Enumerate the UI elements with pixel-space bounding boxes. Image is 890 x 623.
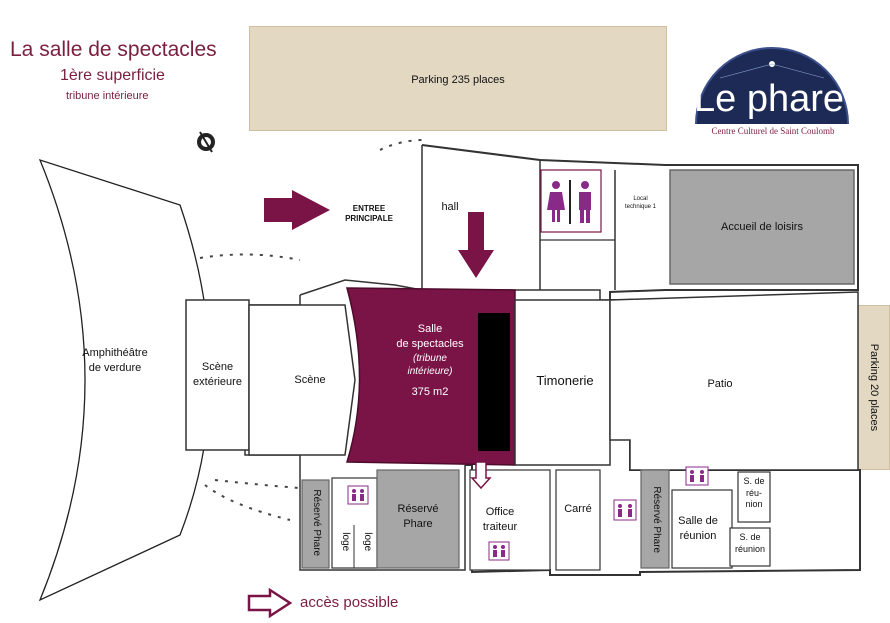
- office-line2: traiteur: [482, 520, 518, 533]
- compass-icon: [197, 131, 215, 153]
- logo-text-b: phare: [746, 78, 845, 120]
- logo-tagline: Centre Culturel de Saint Coulomb: [711, 126, 835, 136]
- salle-reunion-line1: Salle de: [678, 515, 718, 527]
- s-reunion-2-line2: réunion: [734, 543, 766, 554]
- salle-line2: de spectacles: [396, 337, 464, 350]
- s-reunion-1-line2: réu-: [745, 487, 762, 498]
- arrow-down-icon: [458, 212, 494, 278]
- salle-reunion-label: Salle de réunion: [672, 514, 724, 544]
- carre-label: Carré: [564, 503, 592, 515]
- logo-icon: [695, 47, 849, 125]
- scene-ext-line2: extérieure: [193, 375, 242, 388]
- parking-main-label: Parking 235 places: [411, 74, 505, 86]
- legend-label: accès possible: [300, 594, 399, 611]
- amphi-line1: Amphithéâtre: [82, 347, 148, 359]
- salle-label: Salle de spectacles (tribune intérieure)…: [380, 322, 480, 400]
- scene-exterieure-label: Scène extérieure: [186, 360, 249, 390]
- arrow-right-icon: [264, 190, 330, 230]
- scene-ext-line1: Scène: [201, 361, 234, 373]
- amphitheatre-outline: [38, 158, 211, 602]
- entree-line2: PRINCIPALE: [345, 213, 393, 223]
- hall-label: hall: [441, 201, 459, 213]
- local-technique-label: Local technique 1: [618, 196, 663, 212]
- reserve-phare-right-label: Réservé Phare: [650, 486, 662, 554]
- reserve-center-line2: Phare: [403, 517, 433, 530]
- salle-area: 375 m2: [411, 385, 449, 398]
- reserve-phare-left-label: Réservé Phare: [310, 489, 322, 557]
- salle-line4: intérieure): [407, 366, 453, 378]
- page-title: La salle de spectacles: [10, 38, 217, 61]
- s-reunion-1-label: S. de réu- nion: [738, 476, 770, 511]
- patio-label: Patio: [707, 378, 733, 390]
- amphi-label: Amphithéâtre de verdure: [50, 346, 180, 376]
- entree-label: ENTREE PRINCIPALE: [334, 204, 404, 223]
- salle-line1: Salle: [417, 323, 443, 335]
- legend-arrow-icon: [247, 587, 293, 619]
- timonerie-label: Timonerie: [536, 373, 594, 388]
- local-line2: technique 1: [624, 203, 657, 210]
- arrow-outline-icon: [470, 461, 492, 490]
- entree-line1: ENTREE: [352, 204, 386, 213]
- salle-reunion-line2: réunion: [679, 529, 717, 542]
- page-subtitle: 1ère superficie: [60, 67, 165, 84]
- loge-2-label: loge: [361, 532, 373, 552]
- logo-text-a: Le: [694, 78, 747, 120]
- amphi-line2: de verdure: [88, 361, 142, 374]
- accueil-label: Accueil de loisirs: [721, 221, 803, 233]
- page-subtitle-2: tribune intérieure: [66, 90, 149, 102]
- s-reunion-1-line3: nion: [745, 499, 763, 510]
- salle-shape: [345, 287, 516, 466]
- tribune-block: [478, 313, 510, 451]
- s-reunion-2-line1: S. de: [739, 532, 761, 542]
- wc-icon: [547, 180, 591, 224]
- logo-text: Le phare: [694, 80, 844, 118]
- parking-main: Parking 235 places: [249, 26, 667, 131]
- loge-1-label: loge: [339, 532, 351, 552]
- parking-side: Parking 20 places: [857, 305, 890, 470]
- salle-line3: (tribune: [413, 352, 447, 364]
- s-reunion-1-line1: S. de: [743, 476, 765, 486]
- reserve-center-line1: Réservé: [397, 503, 439, 515]
- local-line1: Local: [633, 196, 648, 202]
- office-label: Office traiteur: [470, 505, 530, 535]
- office-line1: Office: [485, 506, 515, 518]
- reserve-phare-center-label: Réservé Phare: [377, 502, 459, 532]
- s-reunion-2-label: S. de réunion: [730, 532, 770, 555]
- scene-label: Scène: [294, 374, 326, 386]
